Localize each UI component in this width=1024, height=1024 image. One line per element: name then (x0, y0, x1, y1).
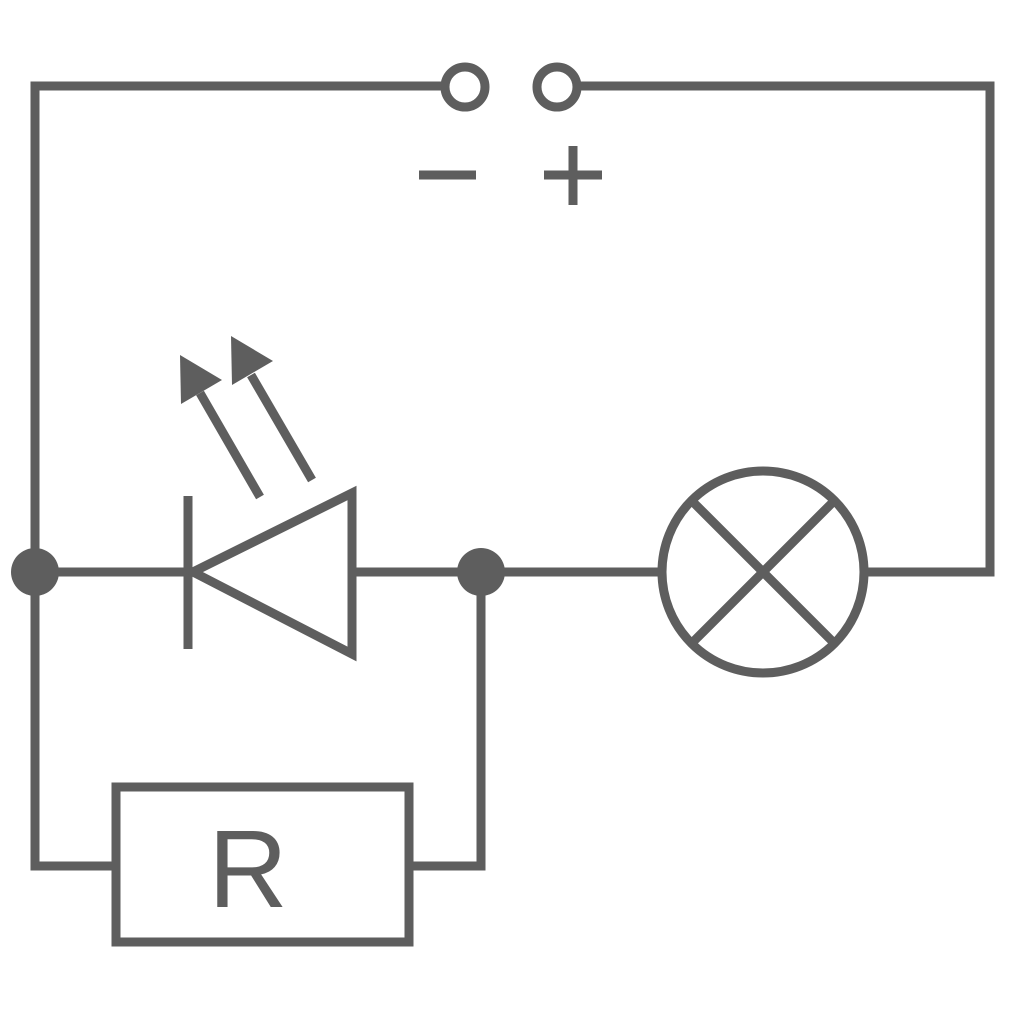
lamp-cross-2 (690, 499, 836, 645)
wire-left-to-resistor (30, 572, 116, 871)
led-icon (180, 336, 357, 662)
resistor-body (111, 782, 414, 947)
lamp-icon (657, 466, 869, 678)
resistor-label: R (208, 808, 287, 931)
led-emission-arrow-1-head (180, 355, 222, 404)
led-emission-arrow-2-head (231, 336, 273, 385)
wire-top-left (30, 81, 443, 572)
led-emission-arrow-2-shaft (247, 372, 316, 483)
resistor: R (111, 782, 414, 947)
wire-right-to-resistor (409, 572, 486, 871)
wire-top-right (580, 81, 995, 577)
terminal-positive (532, 62, 582, 112)
junction-right (457, 548, 505, 596)
led-emission-arrow-1-shaft (196, 390, 264, 500)
junction-left (11, 548, 59, 596)
led-triangle (183, 485, 357, 662)
terminal-negative (440, 62, 490, 112)
